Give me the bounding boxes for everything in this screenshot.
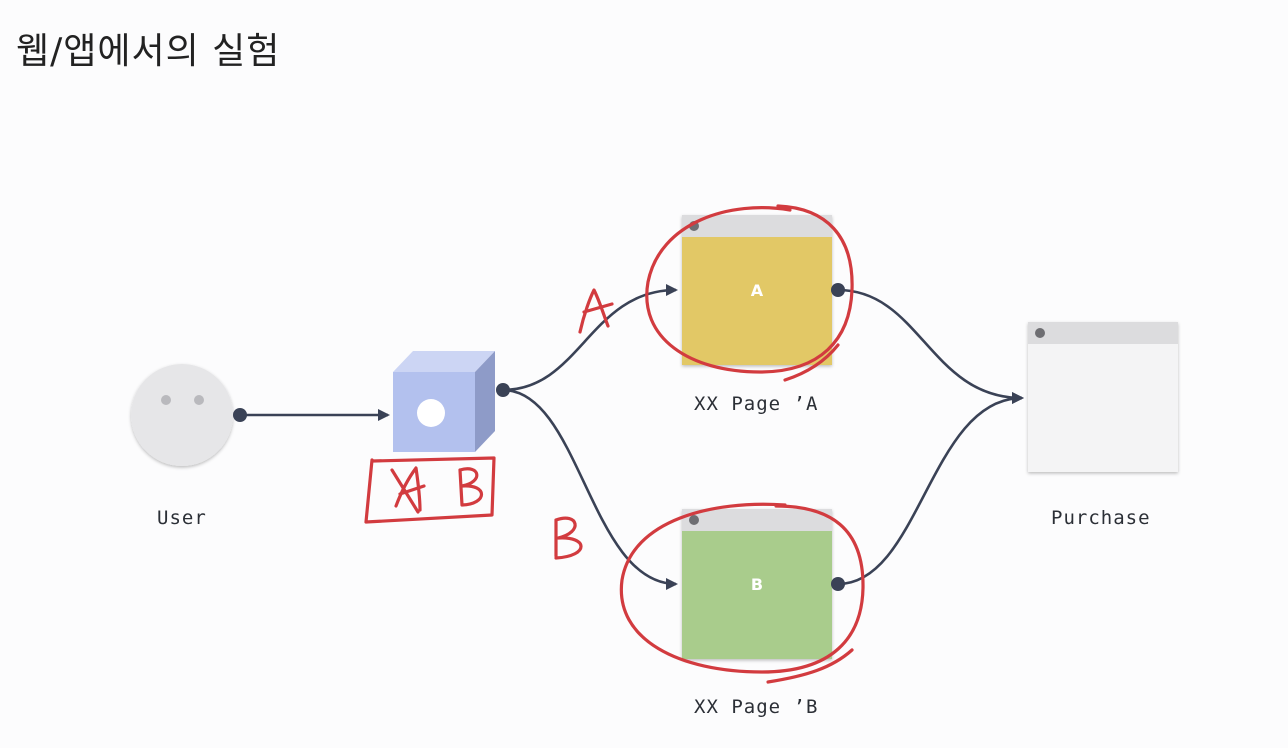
handwritten-circle-page-b: [619, 502, 865, 684]
handwritten-circle-page-a: [645, 204, 854, 382]
handwritten-box-splitter: [364, 456, 496, 524]
connector-splitter-to-page-a: [502, 284, 678, 392]
page-b-window-dot-icon: [689, 515, 699, 525]
page-b-label: XX Page ’B: [694, 696, 819, 718]
page-b-letter: B: [751, 575, 763, 594]
page-b-window: [682, 509, 832, 659]
handwritten-a-in-box: [390, 466, 426, 514]
user-eye-right: [194, 395, 204, 405]
splitter-cube-icon: [393, 351, 495, 452]
connector-splitter-to-page-b: [502, 388, 678, 590]
connector-page-b-to-purchase: [831, 392, 1024, 591]
purchase-window-dot-icon: [1035, 328, 1045, 338]
user-avatar: [131, 364, 233, 466]
page-a-label: XX Page ’A: [694, 393, 819, 415]
splitter-output-dot: [496, 383, 510, 397]
connector-page-a-to-purchase: [831, 283, 1024, 404]
purchase-label: Purchase: [1051, 507, 1151, 529]
page-title: 웹/앱에서의 실험: [16, 31, 281, 72]
handwritten-b-lower-branch: [554, 516, 583, 560]
user-label: User: [157, 507, 207, 529]
connector-user-to-splitter: [233, 408, 390, 422]
page-a-window: [682, 215, 832, 365]
handwritten-a-upper-branch: [578, 288, 614, 334]
handwritten-b-in-box: [458, 467, 483, 507]
user-eye-left: [161, 395, 171, 405]
page-a-letter: A: [751, 281, 764, 300]
purchase-window: [1028, 322, 1178, 472]
